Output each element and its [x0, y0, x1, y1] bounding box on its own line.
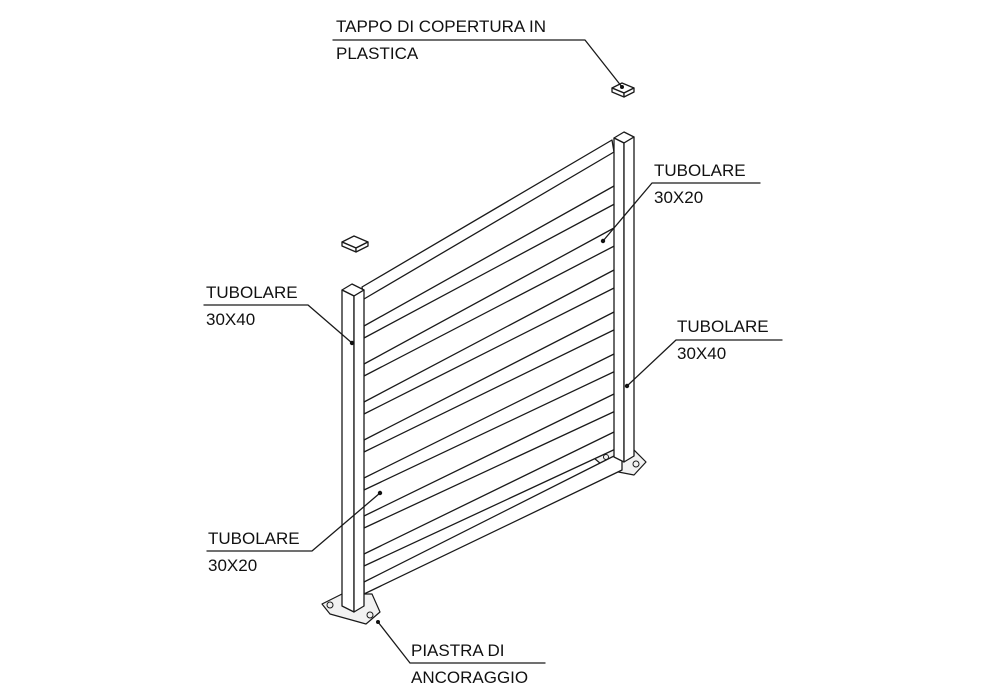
label-tube-top-right-line1: TUBOLARE [654, 161, 746, 180]
label-anchor-plate: PIASTRA DI ANCORAGGIO [411, 641, 528, 687]
label-post-left: TUBOLARE 30X40 [206, 283, 298, 329]
label-post-left-line2: 30X40 [206, 310, 255, 329]
label-anchor-plate-line1: PIASTRA DI [411, 641, 505, 660]
label-post-left-line1: TUBOLARE [206, 283, 298, 302]
label-tube-top-right: TUBOLARE 30X20 [654, 161, 746, 207]
leader-lines [203, 39, 783, 664]
label-plastic-cap-line1: TAPPO DI COPERTURA IN [336, 17, 546, 36]
label-tube-bottom-left-line2: 30X20 [208, 556, 257, 575]
label-anchor-plate-line2: ANCORAGGIO [411, 668, 528, 687]
label-tube-bottom-left: TUBOLARE 30X20 [208, 529, 300, 575]
plastic-cap-left [341, 235, 369, 253]
label-tube-top-right-line2: 30X20 [654, 188, 703, 207]
label-post-right-line2: 30X40 [677, 344, 726, 363]
left-post [341, 283, 365, 613]
label-tube-bottom-left-line1: TUBOLARE [208, 529, 300, 548]
label-post-right-line1: TUBOLARE [677, 317, 769, 336]
plastic-cap-right [611, 82, 635, 98]
label-plastic-cap: TAPPO DI COPERTURA IN PLASTICA [336, 17, 546, 63]
rails [361, 139, 623, 595]
label-post-right: TUBOLARE 30X40 [677, 317, 769, 363]
label-plastic-cap-line2: PLASTICA [336, 44, 419, 63]
right-post [613, 131, 635, 463]
